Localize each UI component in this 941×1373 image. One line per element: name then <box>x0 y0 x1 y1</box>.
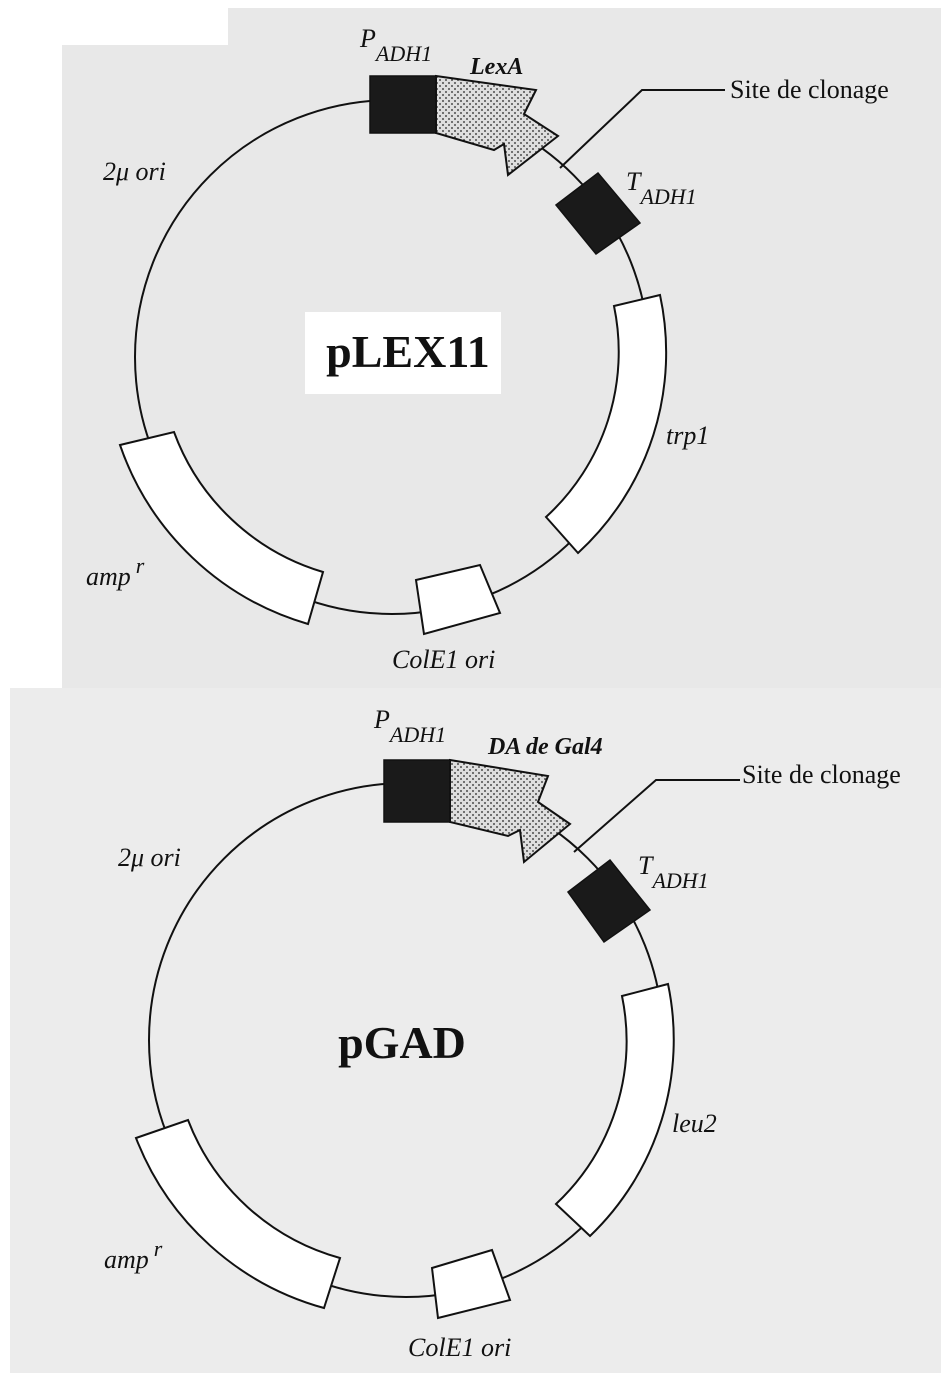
plasmid-name: pGAD <box>338 1017 466 1068</box>
amp-gene-box <box>134 1118 342 1310</box>
marker-label: trp1 <box>666 421 709 450</box>
cole1-ori-box <box>430 1248 512 1320</box>
cloning-site-pointer <box>559 89 725 169</box>
cloning-site-pointer <box>573 779 740 853</box>
cole1-label: ColE1 ori <box>408 1333 511 1362</box>
fusion-label: DA de Gal4 <box>487 734 603 760</box>
terminator-label: TADH1 <box>638 851 709 893</box>
fusion-label: LexA <box>469 54 523 80</box>
cole1-label: ColE1 ori <box>392 645 495 674</box>
promoter-label: PADH1 <box>373 705 446 747</box>
terminator-label: TADH1 <box>626 167 697 209</box>
ori-2mu-label: 2μ ori <box>103 157 166 186</box>
leu2-gene-box <box>554 982 675 1238</box>
cloning-site-label: Site de clonage <box>730 75 889 104</box>
amp-gene-box <box>118 430 325 626</box>
trp1-gene-box <box>544 293 668 555</box>
lexa-fusion-arrow <box>435 74 560 177</box>
gal4-ad-fusion-arrow <box>449 758 572 864</box>
ori-2mu-label: 2μ ori <box>118 843 181 872</box>
cloning-site-label: Site de clonage <box>742 760 901 789</box>
promoter-block <box>383 759 451 823</box>
promoter-block <box>369 75 437 134</box>
terminator-block <box>554 171 642 256</box>
cole1-ori-box <box>414 563 502 636</box>
plasmid-name: pLEX11 <box>326 326 490 377</box>
promoter-label: PADH1 <box>359 24 432 66</box>
plasmid-pgad: pGAD PADH1 DA de Gal4 Site de clonage TA… <box>104 705 901 1362</box>
plasmid-name-plate <box>305 312 501 394</box>
terminator-block <box>566 858 652 944</box>
plasmid-plex11: pLEX11 PADH1 LexA Site de clonage TADH1 … <box>86 24 889 674</box>
marker-label: leu2 <box>672 1109 717 1138</box>
